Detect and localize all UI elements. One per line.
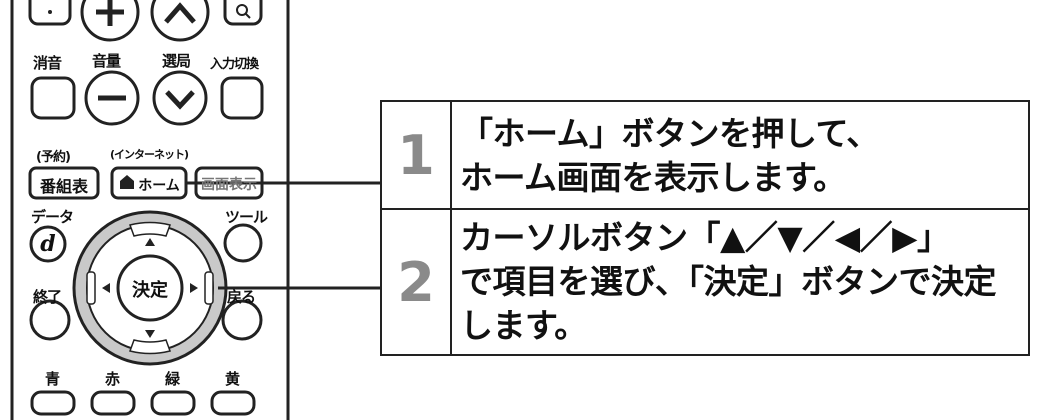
- input-select-label: 入力切換: [210, 57, 259, 72]
- mute-button[interactable]: [30, 76, 76, 120]
- step-number: 2: [382, 210, 452, 354]
- cursor-left-icon: [102, 283, 110, 293]
- screen-display-label: 画面表示: [201, 177, 257, 193]
- step-line: ホーム画面を表示します。: [460, 158, 846, 197]
- red-button[interactable]: [90, 390, 136, 416]
- dot-icon: [48, 10, 52, 14]
- d-button-label: d: [40, 231, 56, 257]
- input-select-button[interactable]: [220, 76, 264, 120]
- step-line: 「ホーム」ボタンを押して、: [460, 114, 879, 153]
- cursor-up-icon: [145, 238, 155, 246]
- search-icon: [236, 4, 248, 16]
- chevron-down-icon: [165, 90, 195, 110]
- chevron-up-icon: [164, 2, 196, 24]
- cursor-left-button[interactable]: [86, 271, 96, 305]
- step-2: 2 カーソルボタン「▲／▼／◀／▶」 で項目を選び、「決定」ボタンで決定 します…: [382, 210, 1028, 354]
- blue-button[interactable]: [30, 390, 76, 416]
- remote-control: [10, 0, 380, 420]
- blue-label: 青: [45, 370, 60, 388]
- channel-down-button[interactable]: [152, 70, 208, 126]
- enter-label: 決定: [132, 280, 168, 301]
- step-1: 1 「ホーム」ボタンを押して、 ホーム画面を表示します。: [382, 102, 1028, 210]
- yellow-label: 黄: [225, 370, 240, 388]
- program-guide-button[interactable]: [28, 166, 100, 200]
- green-label: 緑: [165, 370, 180, 388]
- step-text: カーソルボタン「▲／▼／◀／▶」 で項目を選び、「決定」ボタンで決定 します。: [460, 216, 997, 348]
- cursor-right-button[interactable]: [204, 271, 214, 305]
- home-button-label: ホーム: [138, 178, 180, 194]
- search-button[interactable]: [223, 0, 263, 26]
- step-line: で項目を選び、「決定」ボタンで決定: [460, 262, 997, 301]
- internet-label: (インターネット): [110, 148, 189, 161]
- step-number: 1: [382, 102, 452, 208]
- end-label: 終了: [33, 288, 62, 306]
- program-guide-label: 番組表: [39, 177, 88, 196]
- steps-panel: 1 「ホーム」ボタンを押して、 ホーム画面を表示します。 2 カーソルボタン「▲…: [380, 100, 1030, 356]
- mute-label: 消音: [33, 54, 62, 72]
- step-text: 「ホーム」ボタンを押して、 ホーム画面を表示します。: [460, 112, 879, 200]
- channel-label: 選局: [162, 52, 191, 70]
- green-button[interactable]: [150, 390, 196, 416]
- channel-up-button[interactable]: [150, 0, 210, 42]
- step-line: します。: [460, 306, 587, 345]
- tool-label: ツール: [225, 208, 268, 226]
- end-button[interactable]: [29, 299, 71, 341]
- data-label: データ: [31, 208, 74, 226]
- back-label: 戻る: [227, 288, 256, 306]
- home-icon: [120, 175, 134, 189]
- volume-label: 音量: [92, 52, 121, 70]
- yellow-button[interactable]: [210, 390, 256, 416]
- tool-button[interactable]: [223, 223, 263, 263]
- cursor-down-icon: [145, 330, 155, 338]
- cursor-right-icon: [190, 283, 198, 293]
- reserve-label: (予約): [36, 150, 71, 165]
- red-label: 赤: [105, 370, 120, 388]
- back-button[interactable]: [221, 299, 263, 341]
- plus-icon: [96, 0, 124, 26]
- cursor-down-button[interactable]: [129, 339, 171, 355]
- cursor-up-button[interactable]: [129, 221, 171, 237]
- enter-button[interactable]: [116, 254, 184, 322]
- d-button[interactable]: [29, 225, 67, 263]
- step-line: カーソルボタン「▲／▼／◀／▶」: [460, 218, 950, 257]
